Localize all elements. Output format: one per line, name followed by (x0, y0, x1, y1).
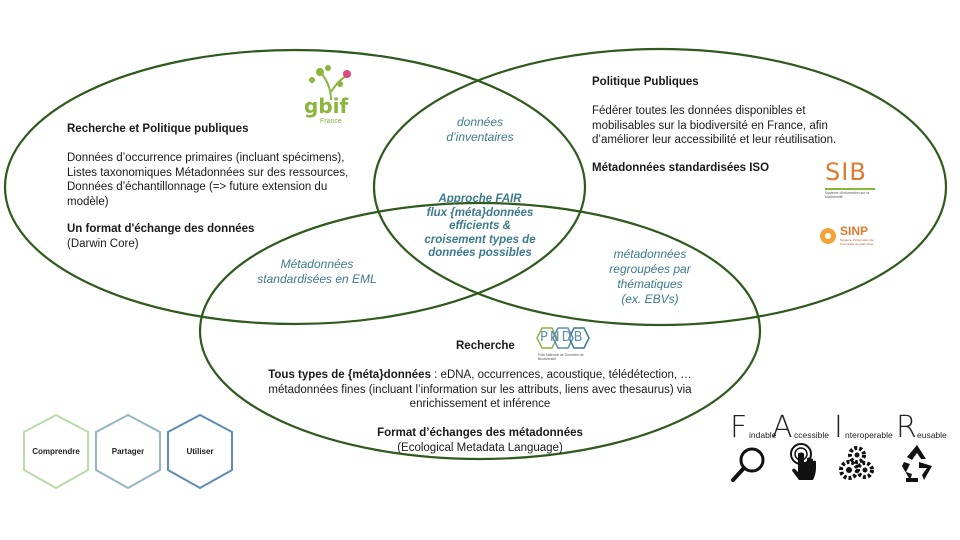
fair-letter: F (730, 410, 748, 445)
overlap-center-line: croisement types de (424, 233, 536, 246)
bottom-format-value: (Ecological Metadata Language) (397, 442, 563, 454)
fair-letter: I (834, 410, 843, 445)
hexagon-label: Utiliser (186, 447, 214, 456)
sinp-logo-text: SINP (840, 224, 869, 238)
overlap-top-line: données (456, 115, 504, 129)
overlap-left: Métadonnées standardisées en EML (232, 257, 402, 287)
overlap-left-line: Métadonnées (280, 257, 354, 271)
gbif-plant-icon (309, 65, 351, 101)
overlap-center-line: données possibles (428, 247, 532, 259)
overlap-left-line: standardisées en EML (257, 272, 377, 286)
pndb-logo-text: PNDB (540, 330, 585, 345)
overlap-right-line: (ex. EBVs) (621, 292, 679, 306)
left-text: Données d’occurrence primaires (incluant… (67, 151, 348, 209)
hexagon-label: Comprendre (32, 447, 80, 456)
hexagon-label: Partager (111, 447, 145, 456)
sinp-logo: SINP Système d'information de l'inventai… (818, 224, 884, 250)
pndb-logo-sub: Pôle National de Données de Biodiversité (538, 353, 584, 361)
overlap-center-line: Approche FAIR (438, 193, 522, 205)
magnifier-icon (731, 447, 765, 482)
left-text-line: Données d’échantillonnage (=> future ext… (67, 181, 328, 193)
fair-letter: R (896, 410, 917, 445)
left-title: Recherche et Politique publiques (67, 123, 249, 135)
overlap-center-line: flux {méta}données (426, 206, 534, 219)
recycle-icon (902, 445, 932, 482)
right-text-line: mobilisables sur la biodiversité en Fran… (592, 119, 828, 132)
overlap-right-line: thématiques (617, 277, 683, 291)
fair-word: eusable (917, 430, 947, 440)
overlap-center-line: efficients & (449, 220, 511, 232)
hexagon-partager (95, 413, 161, 490)
hexagon-comprendre (23, 413, 89, 490)
circle-left (3, 48, 587, 326)
bottom-text: Tous types de {méta}données : eDNA, occu… (200, 368, 760, 412)
overlap-right-line: regroupées par (609, 262, 691, 276)
sib-logo-sub: Système d'information sur la biodiversit… (825, 191, 870, 199)
bottom-text-bold: Tous types de {méta}données (268, 369, 431, 381)
right-text: Fédérer toutes les données disponibles e… (592, 104, 836, 148)
bottom-text-line1: Tous types de {méta}données : eDNA, occu… (200, 368, 760, 383)
bottom-text-rest: : eDNA, occurrences, acoustique, télédét… (430, 369, 692, 381)
right-format-title: Métadonnées standardisées ISO (592, 162, 770, 174)
hexagons (23, 413, 233, 490)
pndb-hexagons-icon (536, 327, 590, 349)
left-text-line: Listes taxonomiques Métadonnées sur des … (67, 166, 349, 179)
sinp-emblem-icon (820, 228, 836, 244)
fair-word: ccessible (794, 430, 829, 440)
fair-word: nteroperable (845, 430, 893, 440)
sib-logo: SIB Système d'information sur la biodive… (825, 158, 880, 202)
sinp-logo-sub: Système d'information de l'inventaire du… (840, 239, 874, 246)
left-format-value: (Darwin Core) (67, 238, 139, 250)
overlap-center: Approche FAIR flux {méta}données efficie… (398, 193, 562, 261)
right-text-line: Fédérer toutes les données disponibles e… (592, 105, 806, 117)
hexagon-utiliser (167, 413, 233, 490)
right-title: Politique Publiques (592, 76, 699, 88)
bottom-format-title: Format d’échanges des métadonnées (377, 427, 583, 439)
fair-letter: A (772, 410, 793, 445)
bottom-text-line: métadonnées fines (incluant l’informatio… (268, 383, 692, 396)
gbif-logo-sub: France (320, 118, 342, 125)
gbif-logo-text: gbif (304, 94, 349, 118)
bottom-text-line: enrichissement et inférence (409, 398, 551, 410)
gbif-logo: gbif France (300, 62, 362, 128)
right-text-line: d’améliorer leur accessibilité et leur r… (592, 134, 837, 146)
circle-right (372, 47, 948, 327)
sib-logo-text: SIB (825, 158, 867, 186)
overlap-top: données d’inventaires (400, 115, 560, 145)
fair-word: indable (749, 430, 777, 440)
left-format-title: Un format d'échange des données (67, 223, 255, 235)
pointer-hand-icon (790, 443, 816, 480)
sib-logo-bar (825, 188, 875, 190)
gears-icon (839, 446, 874, 480)
overlap-right: métadonnées regroupées par thématiques (… (570, 247, 730, 307)
overlap-right-line: métadonnées (613, 247, 687, 261)
bottom-title: Recherche (456, 340, 515, 352)
left-text-line: modèle) (67, 195, 109, 208)
left-text-line: Données d’occurrence primaires (incluant… (67, 152, 345, 164)
pndb-logo: PNDB Pôle National de Données de Biodive… (534, 326, 600, 364)
overlap-top-line: d’inventaires (446, 130, 514, 144)
circle-bottom (198, 201, 762, 461)
